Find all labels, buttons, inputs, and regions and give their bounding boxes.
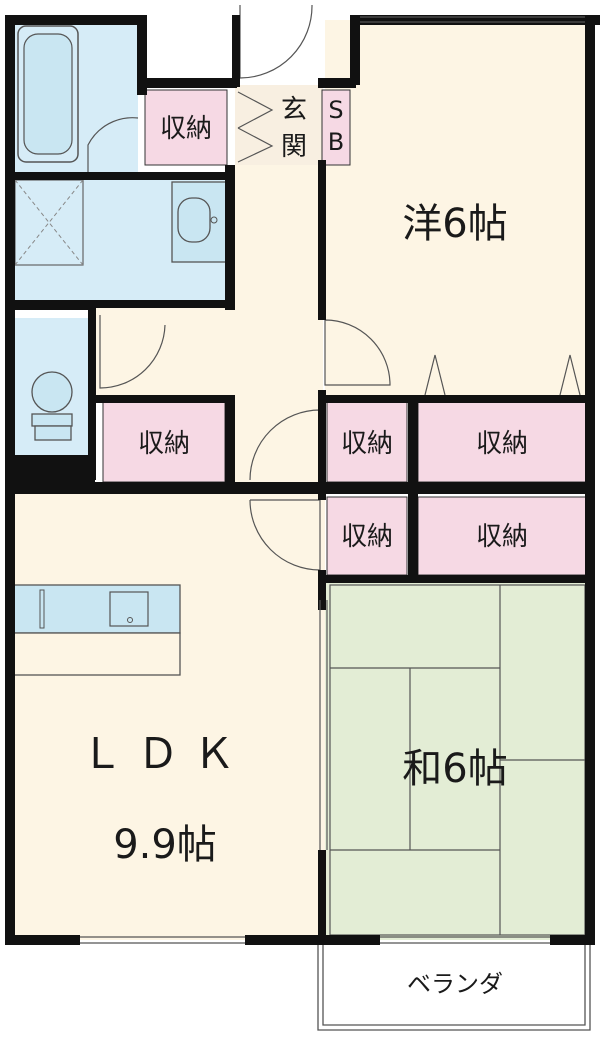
walls <box>5 15 600 945</box>
storage-mid-center-label: 収納 <box>341 429 393 459</box>
hallway-floor <box>235 165 323 495</box>
ldk-label: ＬＤＫ <box>81 729 249 778</box>
washbasin-icon <box>171 181 228 263</box>
storage-low-right-label: 収納 <box>476 522 528 552</box>
japanese-room-label: 和6帖 <box>402 746 507 792</box>
entrance-label-2: 関 <box>281 132 307 162</box>
sliding-partition <box>319 600 328 850</box>
bathtub-inner <box>23 33 73 155</box>
bathtub-icon <box>17 25 79 163</box>
shoe-box-label-2: B <box>328 128 344 156</box>
storage-mid-right-label: 収納 <box>476 429 528 459</box>
hall-floor-left <box>95 305 235 395</box>
kitchen-counter-icon <box>11 584 181 676</box>
windows <box>80 16 585 944</box>
veranda-label: ベランダ <box>407 970 503 998</box>
shoe-box <box>321 89 351 166</box>
door-swings <box>87 4 581 571</box>
storage-low-right <box>417 496 587 576</box>
shoe-box-label-1: S <box>328 96 343 124</box>
western-room-label: 洋6帖 <box>402 201 507 247</box>
storage-low-center <box>326 496 408 576</box>
storage-top-left-label: 収納 <box>160 114 212 144</box>
western-room-floor <box>325 20 588 398</box>
ldk-floor <box>10 492 325 940</box>
storage-mid-left-label: 収納 <box>138 429 190 459</box>
storage-mid-center <box>326 401 408 483</box>
storage-low-center-label: 収納 <box>341 522 393 552</box>
entrance-label-1: 玄 <box>281 95 307 125</box>
ldk-size-label: 9.9帖 <box>113 822 217 868</box>
veranda <box>317 945 591 1031</box>
toilet-icon <box>31 371 73 441</box>
storage-top-left <box>144 89 228 166</box>
